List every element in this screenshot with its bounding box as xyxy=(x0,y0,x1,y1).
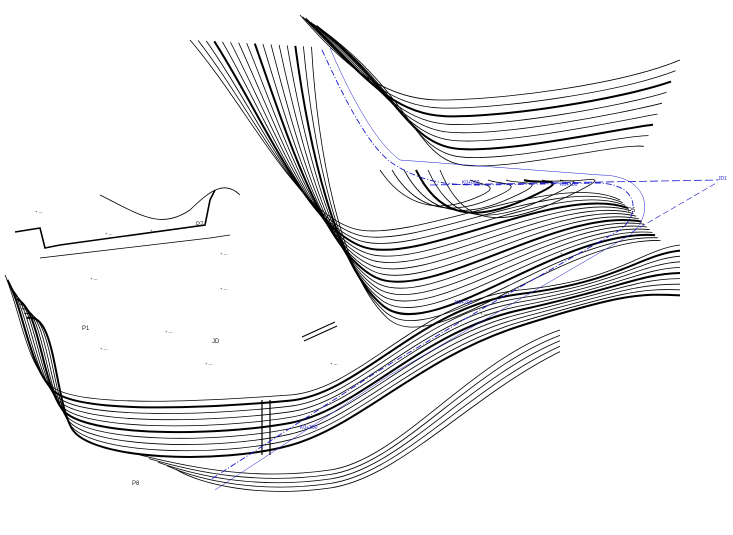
point-label: P1 xyxy=(82,326,90,332)
contour-line xyxy=(16,272,681,434)
tangent-line xyxy=(631,181,719,233)
drain xyxy=(301,321,338,342)
contour-line xyxy=(311,46,661,328)
contour-line xyxy=(166,345,561,488)
contour-line xyxy=(197,40,623,238)
point-label: P5 xyxy=(628,208,636,214)
survey-point-marker: + --- xyxy=(220,251,228,256)
contour-line xyxy=(230,42,634,263)
contour-line xyxy=(26,293,681,458)
survey-point-marker: + --- xyxy=(480,311,488,316)
contour-line xyxy=(286,45,653,308)
survey-point-marker: + --- xyxy=(560,251,568,256)
road-station-label: K0+100 xyxy=(560,182,578,188)
survey-point-marker: + --- xyxy=(205,361,213,366)
contour-line xyxy=(313,23,658,142)
contour-line xyxy=(253,43,642,283)
contour-line xyxy=(415,169,554,214)
survey-point-marker: + --- xyxy=(35,209,43,214)
contour-line xyxy=(262,43,645,289)
contour-line xyxy=(6,249,681,409)
contour-line xyxy=(270,44,648,295)
contour-line xyxy=(238,42,637,270)
contour-line xyxy=(99,187,241,220)
retaining-wall xyxy=(14,189,216,249)
contour-line xyxy=(4,244,681,402)
contour-line xyxy=(379,169,491,207)
contour-line xyxy=(303,46,658,321)
contour-line xyxy=(11,261,681,421)
survey-point-marker: + --- xyxy=(150,228,158,233)
road-station-label: K0+300 xyxy=(300,425,318,431)
road-edge xyxy=(214,47,645,491)
point-label: P7 xyxy=(196,222,204,228)
contour-line xyxy=(189,39,621,232)
contour-line xyxy=(222,41,631,257)
survey-point-marker: + --- xyxy=(330,361,338,366)
contour-line xyxy=(139,329,561,475)
contour-line xyxy=(302,16,676,109)
contour-line xyxy=(24,289,681,452)
contour-line xyxy=(246,42,639,276)
contour-line xyxy=(19,278,681,439)
contour-line xyxy=(205,40,626,244)
contour-line xyxy=(403,169,533,211)
contour-line xyxy=(439,169,596,219)
contour-line xyxy=(318,27,649,158)
baseline-dashed xyxy=(429,179,719,186)
contour-line xyxy=(304,17,672,118)
survey-point-marker: + --- xyxy=(105,231,113,236)
point-label: JD xyxy=(212,339,220,345)
contour-line xyxy=(427,169,575,216)
road-centerline xyxy=(209,49,634,481)
contour-line xyxy=(9,255,681,414)
contour-line xyxy=(310,21,663,134)
contour-line xyxy=(321,29,645,167)
road-station-label: K0+000 xyxy=(462,180,480,186)
contour-line xyxy=(148,335,561,479)
survey-point-marker: + --- xyxy=(90,276,98,281)
survey-point-marker: + --- xyxy=(165,329,173,334)
contour-line xyxy=(213,40,629,251)
contour-line xyxy=(299,14,681,101)
survey-point-marker: + --- xyxy=(100,346,108,351)
survey-point-marker: + --- xyxy=(220,286,228,291)
road-end-label: JD1 xyxy=(718,176,727,182)
contour-line xyxy=(157,340,561,484)
contour-line xyxy=(21,283,681,445)
contour-line xyxy=(175,351,561,492)
contour-line xyxy=(14,267,681,427)
contour-line xyxy=(294,45,656,316)
wall-edge xyxy=(39,234,231,259)
contour-line xyxy=(307,20,667,125)
point-label: P8 xyxy=(132,481,140,487)
road-station-label: K0+200 xyxy=(455,300,473,306)
contour-line xyxy=(315,25,654,151)
contour-line xyxy=(391,169,512,209)
contour-line xyxy=(278,44,650,302)
